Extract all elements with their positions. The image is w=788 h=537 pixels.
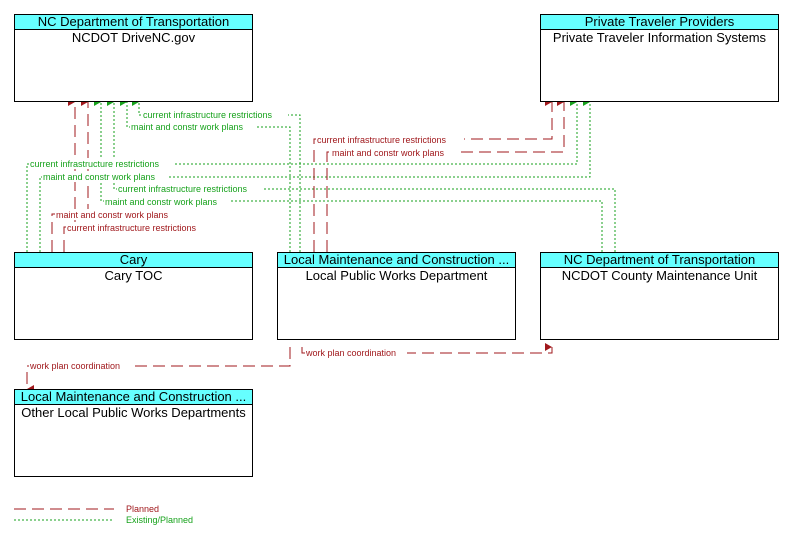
node-title: Private Traveler Information Systems xyxy=(552,30,767,45)
node-ncdot-drivenc[interactable]: NC Department of Transportation NCDOT Dr… xyxy=(14,14,253,102)
node-header: Local Maintenance and Construction ... xyxy=(278,253,515,268)
flow-label: maint and constr work plans xyxy=(43,172,156,182)
flow-line xyxy=(94,98,603,252)
flow-label: maint and constr work plans xyxy=(105,197,218,207)
flow-label: current infrastructure restrictions xyxy=(143,110,273,120)
node-header: NC Department of Transportation xyxy=(541,253,778,268)
node-private-traveler[interactable]: Private Traveler Providers Private Trave… xyxy=(540,14,779,102)
legend-planned-label: Planned xyxy=(126,504,159,514)
node-title: NCDOT County Maintenance Unit xyxy=(561,268,758,283)
flow-line xyxy=(26,347,291,393)
node-title: Local Public Works Department xyxy=(305,268,488,283)
node-other-pwd[interactable]: Local Maintenance and Construction ... O… xyxy=(14,389,253,477)
flow-line xyxy=(107,98,616,252)
node-cary-toc[interactable]: Cary Cary TOC xyxy=(14,252,253,340)
node-title: NCDOT DriveNC.gov xyxy=(71,30,196,45)
flow-line xyxy=(39,98,591,252)
flow-label: work plan coordination xyxy=(29,361,120,371)
flow-line xyxy=(26,98,578,252)
node-header: Cary xyxy=(15,253,252,268)
legend-existing-label: Existing/Planned xyxy=(126,515,193,525)
flow-label: current infrastructure restrictions xyxy=(30,159,160,169)
node-ncdot-county[interactable]: NC Department of Transportation NCDOT Co… xyxy=(540,252,779,340)
flow-label: current infrastructure restrictions xyxy=(118,184,248,194)
flow-label: maint and constr work plans xyxy=(131,122,244,132)
node-header: NC Department of Transportation xyxy=(15,15,252,30)
node-header: Private Traveler Providers xyxy=(541,15,778,30)
flow-line xyxy=(313,98,553,252)
flow-line xyxy=(120,98,291,252)
flow-label: maint and constr work plans xyxy=(332,148,445,158)
flow-label: work plan coordination xyxy=(305,348,396,358)
flow-line xyxy=(301,343,553,354)
node-title: Cary TOC xyxy=(104,268,163,283)
node-title: Other Local Public Works Departments xyxy=(21,405,246,420)
node-header: Local Maintenance and Construction ... xyxy=(15,390,252,405)
flow-label: maint and constr work plans xyxy=(56,210,169,220)
node-local-pwd[interactable]: Local Maintenance and Construction ... L… xyxy=(277,252,516,340)
flow-label: current infrastructure restrictions xyxy=(67,223,197,233)
flow-label: current infrastructure restrictions xyxy=(317,135,447,145)
